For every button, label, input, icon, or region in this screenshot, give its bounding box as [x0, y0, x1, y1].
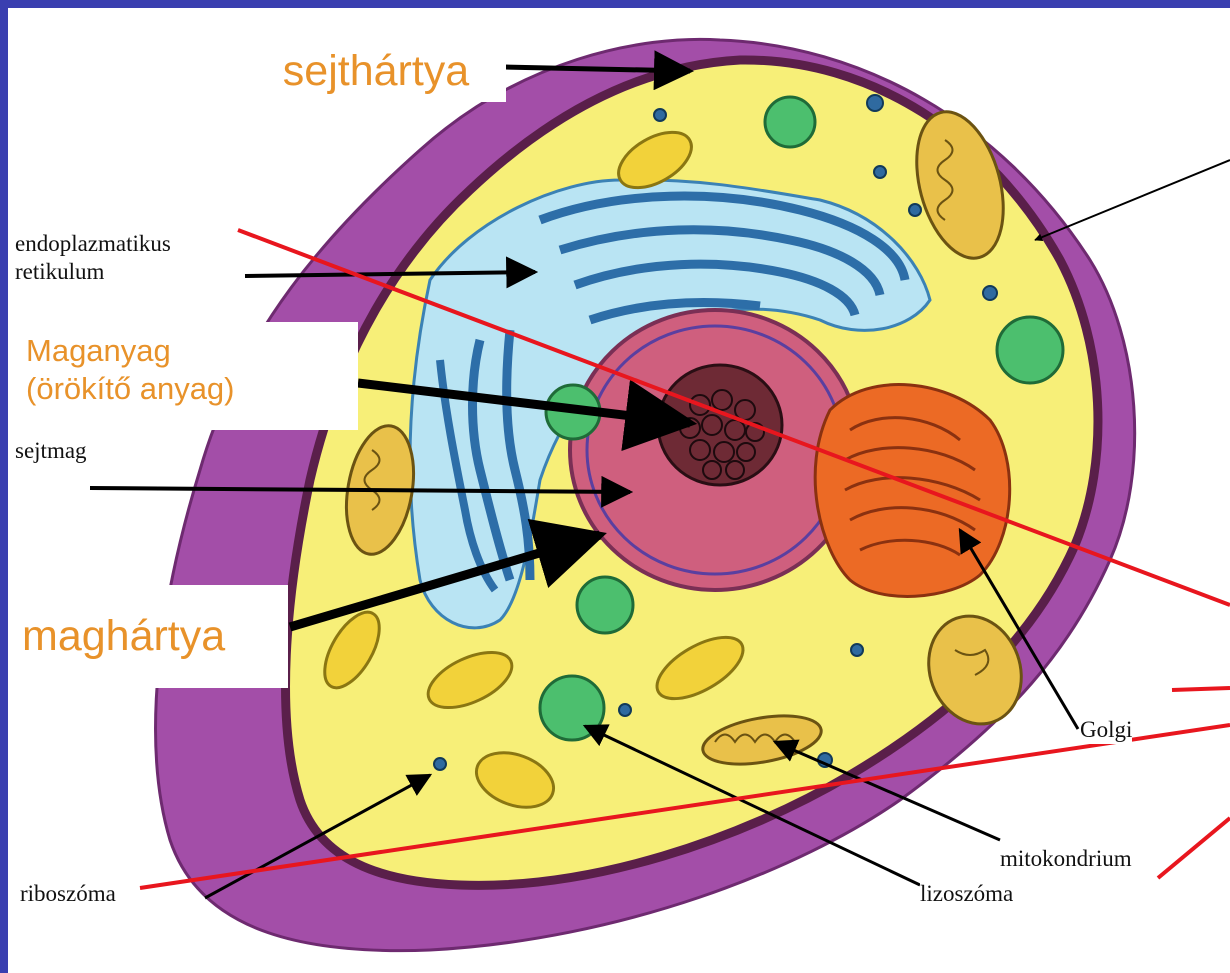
label-golgi: Golgi — [1080, 716, 1132, 744]
label-sejthartya: sejthártya — [246, 40, 506, 102]
label-sejtmag: sejtmag — [15, 437, 87, 465]
label-riboszoma: riboszóma — [20, 880, 116, 908]
label-maganyag-line1: Maganyag — [26, 332, 358, 370]
label-maganyag: Maganyag (örökítő anyag) — [12, 322, 358, 430]
label-lizoszoma: lizoszóma — [920, 880, 1013, 908]
label-mitokondrium: mitokondrium — [1000, 845, 1132, 873]
label-er-line2: retikulum — [15, 258, 171, 286]
label-er-line1: endoplazmatikus — [15, 230, 171, 258]
label-maganyag-line2: (örökítő anyag) — [26, 370, 358, 408]
label-endoplazmatikus: endoplazmatikus retikulum — [15, 230, 171, 285]
label-maghartya: maghártya — [12, 585, 288, 688]
